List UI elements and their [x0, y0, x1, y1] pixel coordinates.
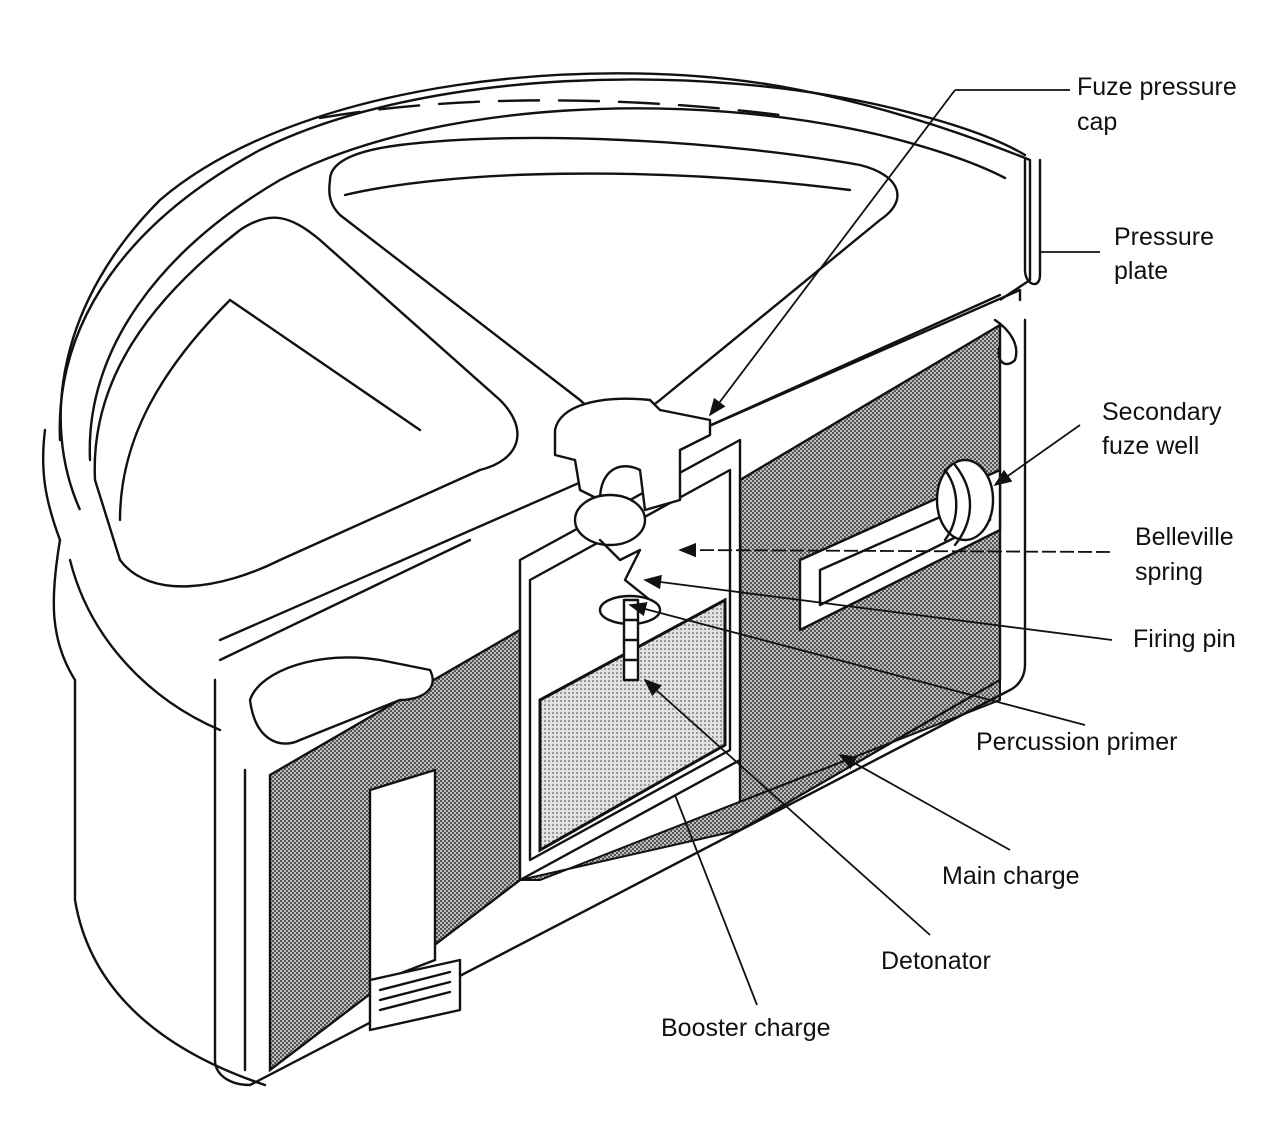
label-booster-charge: Booster charge	[661, 1014, 831, 1042]
labels: Fuze pressure cap Pressure plate Seconda…	[661, 73, 1237, 1042]
label-secondary-fuze-well-line1: Secondary	[1102, 398, 1222, 426]
label-belleville-spring-line1: Belleville	[1135, 523, 1234, 551]
label-firing-pin: Firing pin	[1133, 625, 1236, 653]
leader-booster-charge	[674, 794, 758, 1006]
mine-body	[41, 72, 1032, 1087]
leader-lines	[628, 89, 1113, 1006]
cutaway-section	[213, 158, 1042, 1087]
label-pressure-plate-line2: plate	[1114, 257, 1168, 285]
label-fuze-pressure-cap-line2: cap	[1077, 108, 1117, 136]
leader-main-charge	[838, 754, 1011, 851]
leader-percussion-primer	[628, 602, 1086, 726]
label-detonator: Detonator	[881, 947, 991, 975]
label-main-charge: Main charge	[942, 862, 1080, 890]
label-fuze-pressure-cap-line1: Fuze pressure	[1077, 73, 1237, 101]
label-belleville-spring-line2: spring	[1135, 558, 1203, 586]
label-pressure-plate-line1: Pressure	[1114, 223, 1214, 251]
leader-secondary-fuze-well	[993, 424, 1081, 487]
booster-charge-inner	[538, 597, 727, 853]
label-secondary-fuze-well-line2: fuze well	[1102, 432, 1199, 460]
leader-detonator	[643, 678, 931, 936]
label-percussion-primer: Percussion primer	[976, 728, 1177, 756]
leader-firing-pin	[643, 574, 1113, 641]
